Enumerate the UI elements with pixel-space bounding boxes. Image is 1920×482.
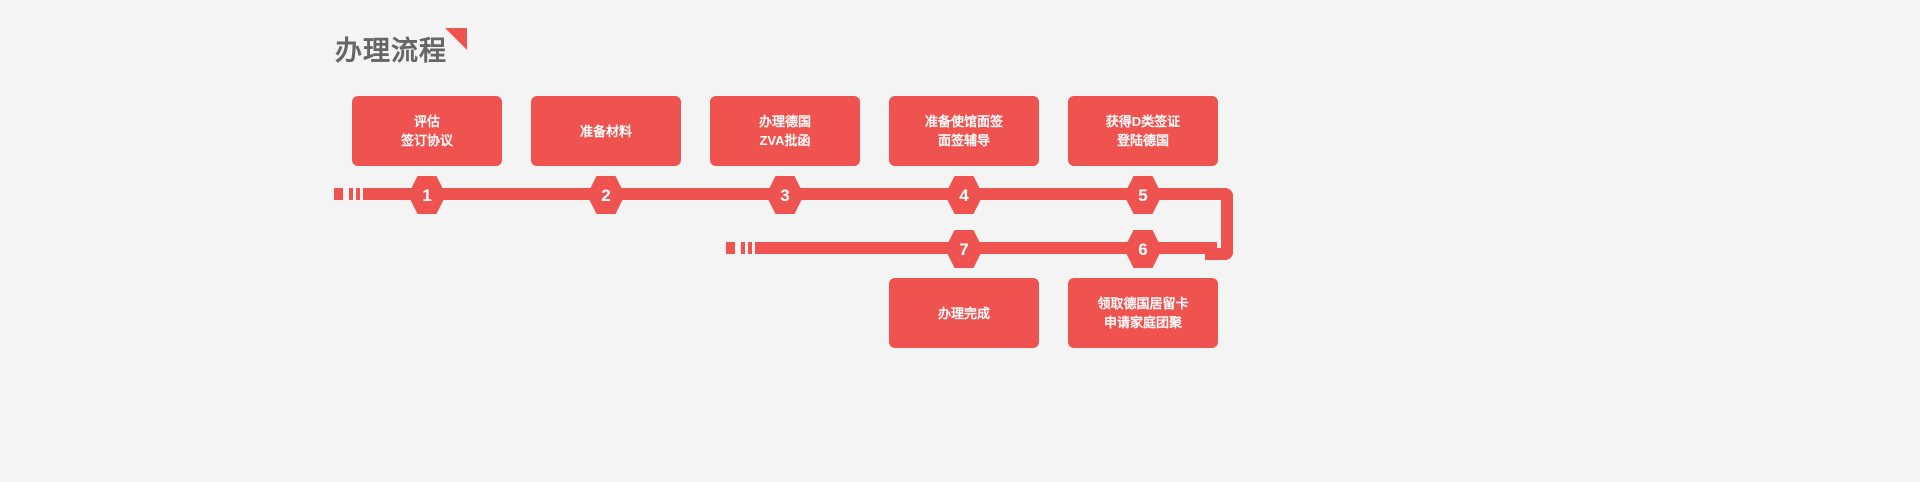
rail-1-dash-bar-2 xyxy=(356,188,360,200)
step-box-1-line-2: 签订协议 xyxy=(400,133,453,148)
step-marker-3[interactable]: 3 xyxy=(766,176,804,214)
hexagon-icon-5 xyxy=(1124,176,1162,214)
step-box-5[interactable]: 获得D类签证 登陆德国 xyxy=(1068,96,1218,166)
title-triangle-accent-icon xyxy=(445,28,467,50)
step-box-2[interactable]: 准备材料 xyxy=(531,96,681,166)
step-marker-6[interactable]: 6 xyxy=(1124,230,1162,268)
step-marker-7-number: 7 xyxy=(959,239,969,259)
hexagon-icon-1 xyxy=(408,176,446,214)
step-marker-4[interactable]: 4 xyxy=(945,176,983,214)
step-box-3-line-1: 办理德国 xyxy=(758,114,811,129)
step-box-6-line-2: 申请家庭团聚 xyxy=(1103,315,1182,330)
rail-2-dash-bar-2 xyxy=(748,242,752,254)
step-box-2-line-1: 准备材料 xyxy=(579,123,632,139)
page-title-text: 办理流程 xyxy=(335,36,447,66)
page-title: 办理流程 xyxy=(335,28,467,70)
step-box-1-line-1: 评估 xyxy=(413,114,440,129)
rail-row-2 xyxy=(755,242,1217,254)
rail-2-dash-square xyxy=(726,242,735,254)
step-marker-2[interactable]: 2 xyxy=(587,176,625,214)
step-marker-1-number: 1 xyxy=(422,185,432,205)
step-marker-3-number: 3 xyxy=(780,185,790,205)
step-marker-6-number: 6 xyxy=(1138,239,1148,259)
step-box-1[interactable]: 评估 签订协议 xyxy=(352,96,502,166)
step-marker-2-number: 2 xyxy=(601,185,611,205)
step-marker-5[interactable]: 5 xyxy=(1124,176,1162,214)
step-box-6-line-1: 领取德国居留卡 xyxy=(1097,296,1189,311)
rail-2-dash-bar-1 xyxy=(741,242,745,254)
step-marker-4-number: 4 xyxy=(959,185,969,205)
rail-1-dash-square xyxy=(334,188,343,200)
step-box-4-line-2: 面签辅导 xyxy=(937,133,990,148)
step-box-3-line-2: ZVA批函 xyxy=(759,133,811,148)
rail-1-dash-bar-1 xyxy=(349,188,353,200)
step-box-4-line-1: 准备使馆面签 xyxy=(924,114,1003,129)
step-box-5-line-2: 登陆德国 xyxy=(1116,133,1169,148)
step-marker-5-number: 5 xyxy=(1138,185,1148,205)
step-box-7-line-1: 办理完成 xyxy=(937,305,990,321)
step-box-4[interactable]: 准备使馆面签 面签辅导 xyxy=(889,96,1039,166)
step-box-6[interactable]: 领取德国居留卡 申请家庭团聚 xyxy=(1068,278,1218,348)
hexagon-icon-6 xyxy=(1124,230,1162,268)
step-box-5-line-1: 获得D类签证 xyxy=(1105,114,1181,129)
step-marker-7[interactable]: 7 xyxy=(945,230,983,268)
step-box-7[interactable]: 办理完成 xyxy=(889,278,1039,348)
step-box-3[interactable]: 办理德国 ZVA批函 xyxy=(710,96,860,166)
step-marker-1[interactable]: 1 xyxy=(408,176,446,214)
